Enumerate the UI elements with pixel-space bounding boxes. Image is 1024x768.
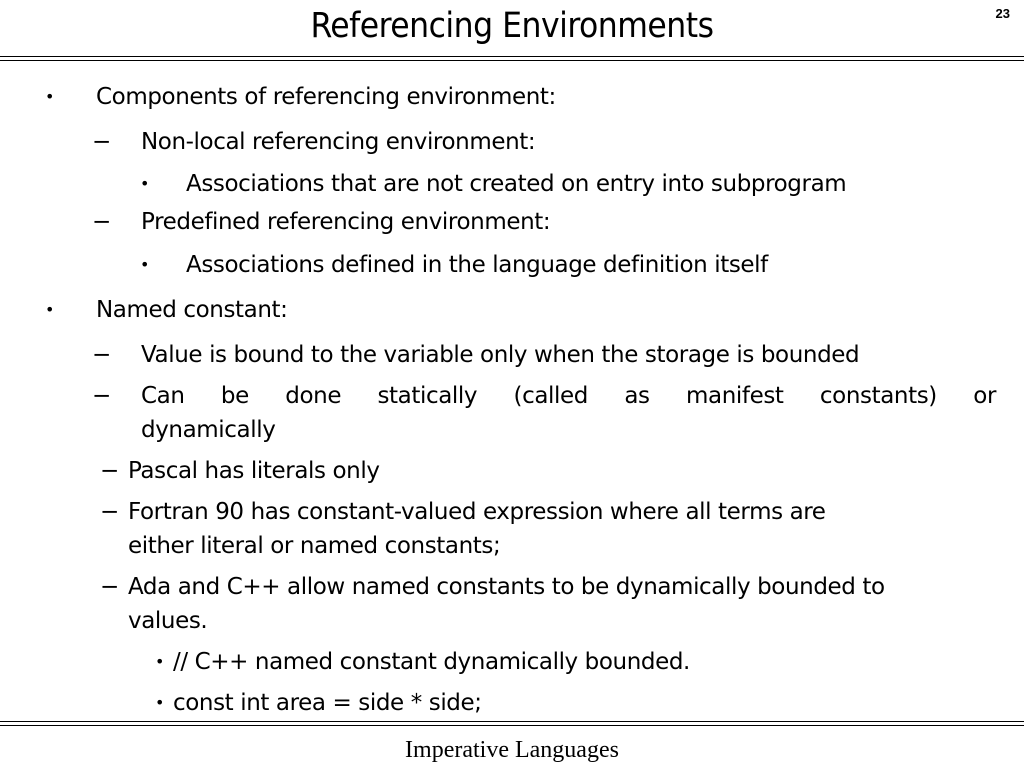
slide-title: Referencing Environments — [310, 6, 714, 46]
footer-rule-bottom — [0, 725, 1024, 726]
item-cpp-code: const int area = side * side; — [173, 690, 482, 716]
footer-rule-top — [0, 721, 1024, 722]
bullet-marker: • — [140, 174, 150, 193]
item-cpp-comment: // C++ named constant dynamically bounde… — [173, 649, 690, 675]
dash-marker: − — [92, 342, 111, 368]
slide-footer: Imperative Languages — [405, 737, 619, 763]
dash-marker: − — [92, 383, 111, 409]
bullet-marker: • — [140, 255, 150, 274]
bullet-marker: • — [155, 693, 165, 712]
bullet-named-constant: Named constant: — [96, 297, 288, 323]
dash-marker: − — [92, 129, 111, 155]
header-rule-top — [0, 56, 1024, 57]
item-predefined-detail: Associations defined in the language def… — [186, 252, 768, 278]
item-statically-line1: Can be done statically (called as manife… — [141, 383, 996, 409]
page-number: 23 — [995, 6, 1010, 21]
item-non-local-detail: Associations that are not created on ent… — [186, 171, 847, 197]
item-fortran-line1: Fortran 90 has constant-valued expressio… — [128, 499, 826, 525]
dash-marker: − — [100, 574, 119, 600]
bullet-marker: • — [155, 652, 165, 671]
dash-marker: − — [100, 458, 119, 484]
bullet-components: Components of referencing environment: — [96, 84, 556, 110]
item-ada-line1: Ada and C++ allow named constants to be … — [128, 574, 885, 600]
item-predefined: Predefined referencing environment: — [141, 209, 551, 235]
bullet-marker: • — [45, 87, 55, 106]
dash-marker: − — [92, 209, 111, 235]
bullet-marker: • — [45, 300, 55, 319]
item-non-local: Non-local referencing environment: — [141, 129, 536, 155]
dash-marker: − — [100, 499, 119, 525]
header-rule-bottom — [0, 60, 1024, 61]
item-value-bound: Value is bound to the variable only when… — [141, 342, 860, 368]
item-statically-line2: dynamically — [141, 417, 276, 443]
item-pascal: Pascal has literals only — [128, 458, 380, 484]
item-ada-line2: values. — [128, 608, 208, 634]
item-fortran-line2: either literal or named constants; — [128, 533, 501, 559]
